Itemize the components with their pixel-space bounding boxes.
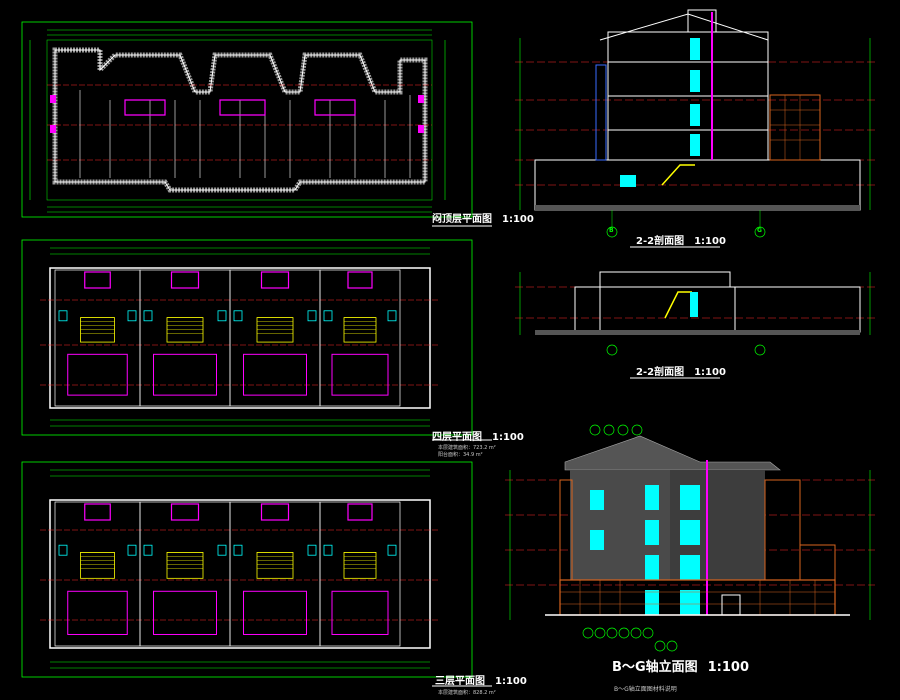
fourth-plan-note-balcony: 阳台面积：34.9 m² [438,452,483,458]
elevation-drawing [505,424,875,652]
roof-plan-drawing [21,21,492,227]
section-a-axis-left: B [609,227,614,234]
third-plan-drawing [21,461,492,687]
fourth-plan-note-area: 本层建筑面积：723.2 m² [438,445,496,451]
third-plan-note-area: 本层建筑面积：828.2 m² [438,690,496,696]
section-b-drawing [515,271,875,379]
elevation-subtitle: B～G轴立面图材料说明 [614,686,677,693]
fourth-plan-drawing [21,239,492,441]
section-a-axis-right: G [757,227,762,234]
section-a-drawing [515,9,875,248]
